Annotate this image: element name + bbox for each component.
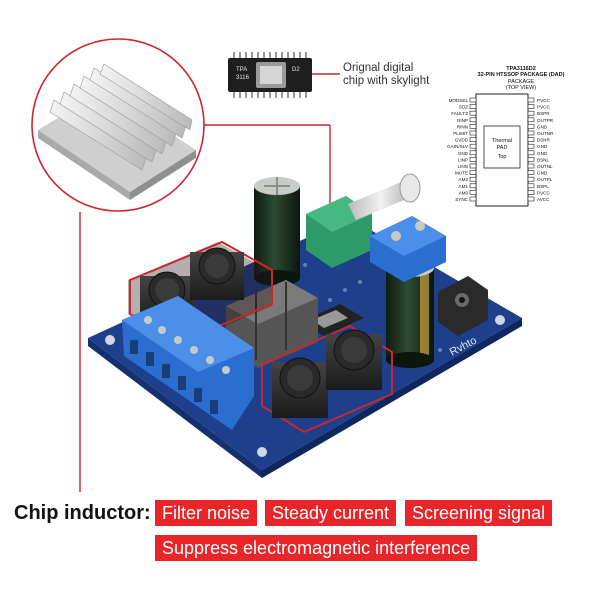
- pin-label-right: BSPL: [537, 184, 549, 189]
- audio-jack-icon: [438, 276, 488, 336]
- pad-label-3: Top: [498, 154, 507, 160]
- pinout-title: TPA3116D2 32-PIN HTSSOP PACKAGE (DAD) PA…: [466, 66, 576, 91]
- pin-pad-right: [527, 176, 535, 182]
- pin-pad-left: [469, 190, 477, 195]
- pin-label-left: LINP: [458, 157, 468, 162]
- pin-label-right: BSNR: [537, 138, 550, 143]
- heatsink-callout: [31, 38, 205, 212]
- pin-label-left: AM1: [459, 184, 469, 189]
- pin-label-right: AVCC: [537, 197, 550, 202]
- amplifier-board: [88, 173, 522, 478]
- chip-marking-1: TPA: [236, 67, 247, 73]
- pin-pad-right: [527, 143, 535, 149]
- pinout-title-line4: (TOP VIEW): [505, 84, 537, 91]
- pin-pad-right: [527, 163, 535, 169]
- pin-pad-right: [527, 157, 535, 162]
- pin-label-right: PVCC: [537, 98, 550, 103]
- pin-pad-left: [469, 163, 477, 169]
- pin-label-left: GND: [458, 151, 469, 156]
- potentiometer-icon: [306, 173, 421, 268]
- pin-pad-left: [469, 170, 477, 175]
- pin-label-left: SDZ: [459, 105, 468, 110]
- pin-label-right: OUTPL: [537, 177, 553, 182]
- pin-pad-left: [469, 143, 477, 149]
- terminal-block-top: [370, 216, 446, 282]
- tag-suppress-emi: Suppress electromagnetic interference: [155, 535, 478, 561]
- heatsink-icon: [38, 63, 196, 200]
- pin-pad-left: [469, 150, 477, 156]
- pin-label-left: FAULTZ: [451, 111, 468, 116]
- caption-title: Chip inductor:: [14, 502, 151, 524]
- pad-label-2: PAD: [497, 145, 508, 151]
- pin-label-right: OUTNL: [537, 164, 553, 169]
- pin-label-left: RINP: [457, 118, 468, 123]
- pin-pad-left: [469, 110, 477, 116]
- pin-pad-left: [469, 130, 477, 136]
- pin-label-left: AM0: [459, 190, 469, 195]
- pin-label-right: GND: [537, 144, 548, 149]
- pin-label-left: MUTE: [455, 171, 468, 176]
- pin-label-left: GAIN/SLV: [447, 144, 469, 149]
- pin-pad-left: [469, 97, 477, 103]
- pin-label-left: GVDD: [455, 138, 469, 143]
- pin-label-left: PLIMIT: [453, 131, 468, 136]
- pinout-title-line1: TPA3116D2: [506, 66, 536, 72]
- pin-pad-right: [527, 196, 535, 202]
- pin-label-right: PVCC: [537, 105, 550, 110]
- chip-caption: Orignal digital chip with skylight: [343, 62, 429, 88]
- pin-label-left: RINN: [457, 124, 468, 129]
- pin-pad-right: [527, 130, 535, 136]
- pin-pad-right: [527, 97, 535, 103]
- pin-pad-left: [469, 176, 477, 182]
- pin-label-right: BSNL: [537, 157, 549, 162]
- pin-pad-left: [469, 196, 477, 202]
- pin-pad-left: [469, 104, 477, 109]
- pin-pad-left: [469, 137, 477, 142]
- pin-label-right: PVCC: [537, 190, 550, 195]
- pin-label-left: LINN: [458, 164, 468, 169]
- pin-pad-left: [469, 183, 477, 189]
- pin-label-right: GND: [537, 171, 548, 176]
- pin-pad-left: [469, 124, 477, 129]
- pin-pad-right: [527, 117, 535, 123]
- tag-screening-signal: Screening signal: [405, 500, 553, 526]
- pin-label-right: OUTPR: [537, 118, 554, 123]
- chip-marking-3: D2: [292, 67, 300, 73]
- chip-caption-line2: chip with skylight: [343, 75, 430, 87]
- pin-label-right: BSPR: [537, 111, 550, 116]
- pin-label-left: MODSEL: [449, 98, 469, 103]
- pin-pad-right: [527, 137, 535, 142]
- pin-pad-right: [527, 104, 535, 109]
- pinout-title-line3: PACKAGE: [507, 78, 535, 85]
- pin-pad-right: [527, 170, 535, 175]
- pin-label-right: GND: [537, 151, 548, 156]
- terminal-block-left: [122, 296, 254, 430]
- pin-label-left: AM2: [459, 177, 469, 182]
- inductor-group-bottom: [261, 324, 393, 434]
- pad-label-1: Thermal: [492, 138, 512, 144]
- pin-pad-right: [527, 150, 535, 156]
- pin-pad-right: [527, 110, 535, 116]
- pin-pad-left: [469, 157, 477, 162]
- tag-steady-current: Steady current: [265, 500, 397, 526]
- tag-filter-noise: Filter noise: [155, 500, 258, 526]
- pin-label-right: GND: [537, 124, 548, 129]
- pin-pad-right: [527, 190, 535, 195]
- pin-label-left: SYNC: [455, 197, 468, 202]
- digital-chip-icon: [228, 52, 312, 98]
- pinout-title-line2: 32-PIN HTSSOP PACKAGE (DAD): [477, 72, 565, 79]
- chip-marking-2: 3116: [236, 75, 250, 81]
- pin-pad-right: [527, 124, 535, 129]
- pin-label-right: OUTNR: [537, 131, 554, 136]
- pin-pad-left: [469, 117, 477, 123]
- pin-pad-right: [527, 183, 535, 189]
- chip-caption-line1: Orignal digital: [343, 62, 414, 74]
